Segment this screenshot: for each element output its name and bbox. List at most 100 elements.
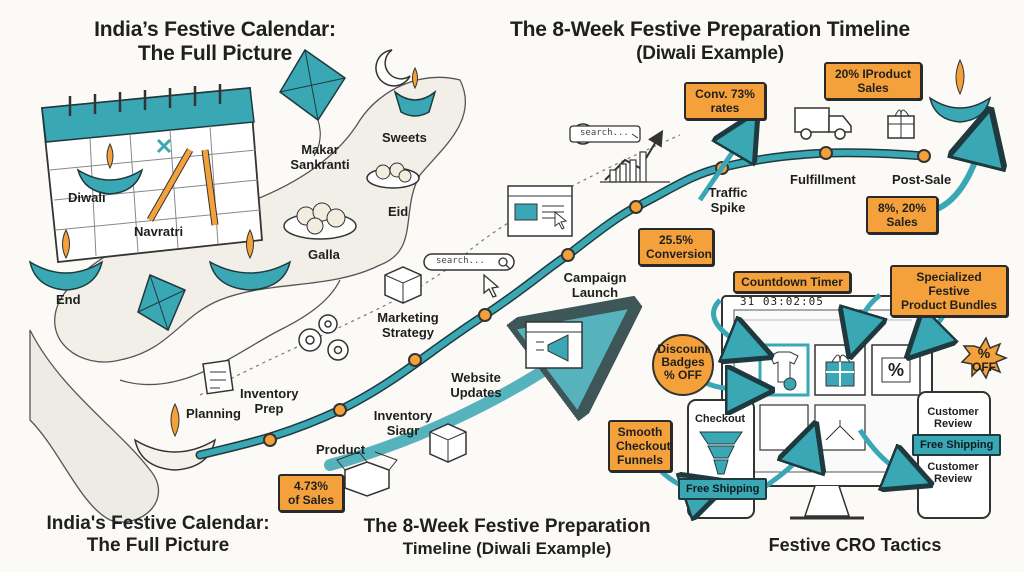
timeline-nodes <box>263 146 931 447</box>
left-title-top-line1: India’s Festive Calendar: <box>94 18 336 41</box>
planning-icon <box>202 359 234 395</box>
step-marketing-line1: Marketing <box>377 310 439 325</box>
callout-conv-rates-line2: rates <box>710 101 740 115</box>
timeline-title-top: The 8-Week Festive Preparation Timeline … <box>500 18 920 66</box>
post-sale-arrow <box>933 130 985 213</box>
search-bar-icon <box>423 253 515 271</box>
timeline-title-top-line2: (Diwali Example) <box>636 43 784 64</box>
package-box-icon <box>384 266 422 304</box>
callout-conv-rates: Conv. 73% rates <box>684 82 766 120</box>
label-diwali: Diwali <box>68 190 106 205</box>
customer-review-bottom-line1: Customer <box>927 461 979 473</box>
timeline-title-bottom: The 8-Week Festive Preparation Timeline … <box>362 516 652 560</box>
browser-window-icon <box>507 185 573 237</box>
megaphone-icon <box>525 321 583 369</box>
discount-badge-line1: Discount <box>657 342 709 356</box>
label-galla: Galla <box>308 247 340 262</box>
timeline-node <box>917 149 931 163</box>
percent-tile-symbol: % <box>887 360 904 380</box>
timeline-node <box>478 308 492 322</box>
gift-box-icon <box>887 109 915 139</box>
diya-icon <box>76 142 144 195</box>
label-sweets: Sweets <box>382 130 427 145</box>
callout-conversion-line1: 25.5% <box>658 233 694 247</box>
step-traffic-spike: Traffic Spike <box>700 185 756 215</box>
diya-icon <box>928 58 992 123</box>
step-marketing-line2: Strategy <box>381 325 435 340</box>
step-website-updates: Website Updates <box>444 370 508 400</box>
step-product: Product <box>316 442 366 457</box>
callout-funnels-line3: Funnels <box>616 453 663 467</box>
callout-sales-share-line1: 4.73% <box>293 479 329 493</box>
timeline-node <box>819 146 833 160</box>
step-inventory-siagr-line1: Inventory <box>373 408 433 423</box>
left-title-bottom-line2: The Full Picture <box>86 535 230 556</box>
timeline-node <box>561 248 575 262</box>
countdown-display: 31 03:02:05 <box>740 295 824 308</box>
callout-conv-rates-line1: Conv. 73% <box>695 87 755 101</box>
customer-review-top-line1: Customer <box>927 406 979 418</box>
customer-review-top-line2: Review <box>934 418 972 430</box>
checkout-label: Checkout <box>694 413 746 425</box>
free-shipping-tag-right: Free Shipping <box>912 434 1002 456</box>
step-campaign-line2: Launch <box>571 285 619 300</box>
callout-product-sales: 20% IProduct Sales <box>824 62 922 100</box>
percent-off-line1: % <box>977 345 991 361</box>
step-post-sale: Post-Sale <box>892 172 952 187</box>
step-planning: Planning <box>186 406 241 421</box>
left-title-bottom-line1: India's Festive Calendar: <box>46 513 270 534</box>
sweets-plate-icon <box>283 202 357 240</box>
label-makar-sankranti: Makar Sankranti <box>286 142 354 172</box>
dandiya-sticks-icon <box>146 148 219 226</box>
diya-icon <box>208 228 292 291</box>
callout-sales-share-line2: of Sales <box>287 493 335 507</box>
step-website-line1: Website <box>451 370 501 385</box>
callout-conversion: 25.5% Conversion <box>638 228 714 266</box>
percent-off-line2: OFF <box>972 360 996 374</box>
crescent-lamp-icon <box>375 49 437 117</box>
left-title-bottom: India's Festive Calendar: The Full Pictu… <box>28 513 288 557</box>
callout-countdown-timer: Countdown Timer <box>733 271 851 293</box>
callout-bundles-line1: Specialized Festive <box>916 270 982 298</box>
timeline-title-top-line1: The 8-Week Festive Preparation Timeline <box>510 18 910 41</box>
step-inventory-siagr-line2: Siagr <box>386 423 420 438</box>
gear-icon <box>298 314 349 361</box>
callout-sales-pct-line2: Sales <box>886 215 918 229</box>
discount-badge-line3: % OFF <box>664 368 702 382</box>
search-placeholder-mid: search... <box>436 256 485 266</box>
step-traffic-line2: Spike <box>710 200 746 215</box>
step-fulfillment: Fulfillment <box>790 172 856 187</box>
discount-badge-text: Discount Badges % OFF <box>656 343 710 382</box>
callout-product-sales-line2: Sales <box>857 81 889 95</box>
conversion-arrow <box>697 128 748 202</box>
open-box-icon <box>336 451 398 497</box>
label-makar-line2: Sankranti <box>290 157 350 172</box>
label-makar-line1: Makar <box>301 142 339 157</box>
kite-icon <box>137 273 186 332</box>
callout-product-sales-line1: 20% IProduct <box>834 67 912 81</box>
search-bar-icon <box>569 123 641 145</box>
callout-conversion-line2: Conversion <box>646 247 713 261</box>
timeline-node <box>333 403 347 417</box>
timeline-node <box>629 200 643 214</box>
discount-badge-circle <box>652 334 714 396</box>
left-title-top-line2: The Full Picture <box>137 42 293 65</box>
cursor-icon <box>483 273 500 298</box>
label-end: End <box>56 292 81 307</box>
product-tile <box>758 343 810 397</box>
label-navratri: Navratri <box>134 224 184 239</box>
sweets-bowl-icon <box>366 162 420 189</box>
search-placeholder-top: search... <box>580 128 629 138</box>
discount-badge-line2: Badges <box>661 355 705 369</box>
callout-checkout-funnels: Smooth Checkout Funnels <box>608 420 672 472</box>
calendar-icon <box>41 84 263 263</box>
step-inventory-prep: Inventory Prep <box>240 386 299 416</box>
step-inventory-prep-line2: Prep <box>254 401 284 416</box>
step-inventory-siagr: Inventory Siagr <box>368 408 438 438</box>
step-campaign-launch: Campaign Launch <box>562 270 628 300</box>
callout-sales-pct: 8%, 20% Sales <box>866 196 938 234</box>
callout-sales-share: 4.73% of Sales <box>278 474 344 512</box>
step-traffic-line1: Traffic <box>708 185 748 200</box>
left-title-top: India’s Festive Calendar: The Full Pictu… <box>50 18 380 66</box>
